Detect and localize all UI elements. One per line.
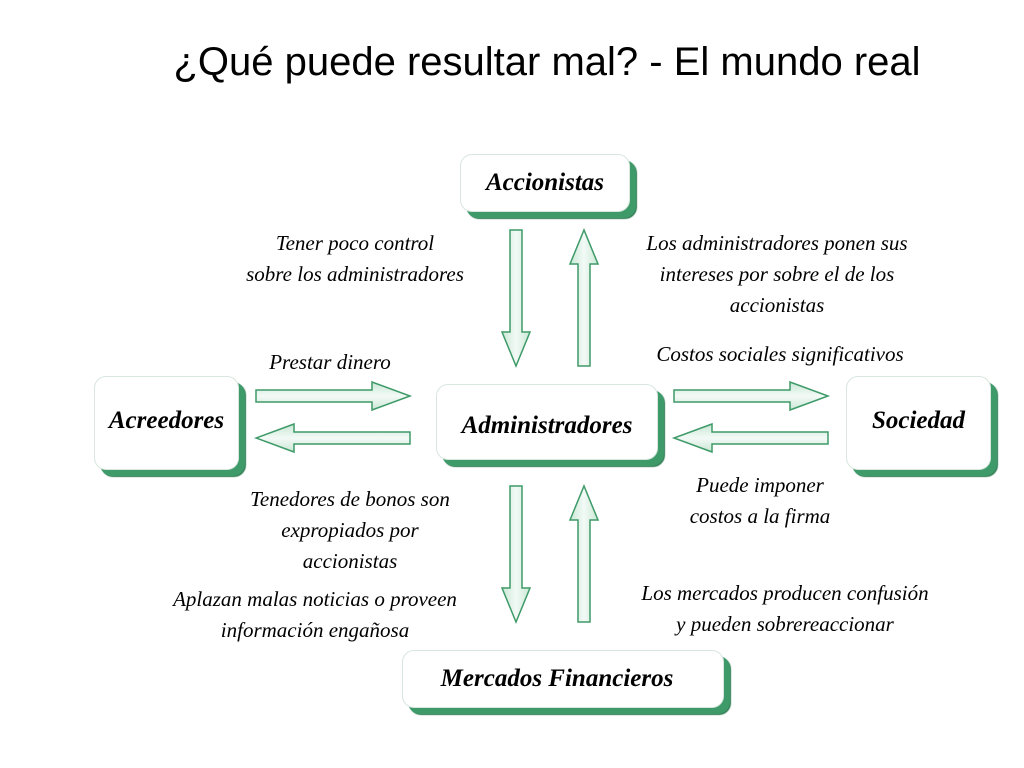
label-prestar-dinero: Prestar dinero xyxy=(269,350,391,374)
node-sociedad: Sociedad xyxy=(846,376,991,470)
arrow-left-acreedores xyxy=(253,422,411,454)
node-accionistas-label: Accionistas xyxy=(485,169,605,196)
label-costos-sociales: Costos sociales significativos xyxy=(656,342,904,366)
node-mercados-label: Mercados Financieros xyxy=(440,665,674,692)
label-poco-control: Tener poco control sobre los administrad… xyxy=(246,231,464,286)
arrow-right-acreedores xyxy=(255,380,413,412)
label-tenedores-bonos: Tenedores de bonos son expropiados por a… xyxy=(250,487,450,573)
arrow-down-accionistas xyxy=(500,229,532,368)
node-mercados-financieros: Mercados Financieros xyxy=(402,650,724,708)
arrow-down-mercados xyxy=(500,485,532,624)
label-puede-imponer: Puede imponer costos a la firma xyxy=(689,473,831,528)
arrow-up-accionistas xyxy=(568,228,600,367)
label-intereses: Los administradores ponen sus intereses … xyxy=(646,231,908,317)
arrow-up-mercados xyxy=(568,484,600,623)
slide-title: ¿Qué puede resultar mal? - El mundo real xyxy=(173,40,921,84)
node-accionistas: Accionistas xyxy=(460,154,630,212)
node-administradores: Administradores xyxy=(436,384,658,460)
node-sociedad-label: Sociedad xyxy=(871,407,966,434)
label-mercados-confusion: Los mercados producen confusión y pueden… xyxy=(641,581,929,636)
arrow-left-sociedad xyxy=(671,422,829,454)
node-acreedores: Acreedores xyxy=(94,376,239,470)
label-aplazan-noticias: Aplazan malas noticias o proveen informa… xyxy=(173,587,457,642)
node-acreedores-label: Acreedores xyxy=(108,407,225,434)
arrow-right-sociedad xyxy=(673,380,831,412)
node-administradores-label: Administradores xyxy=(461,412,633,439)
